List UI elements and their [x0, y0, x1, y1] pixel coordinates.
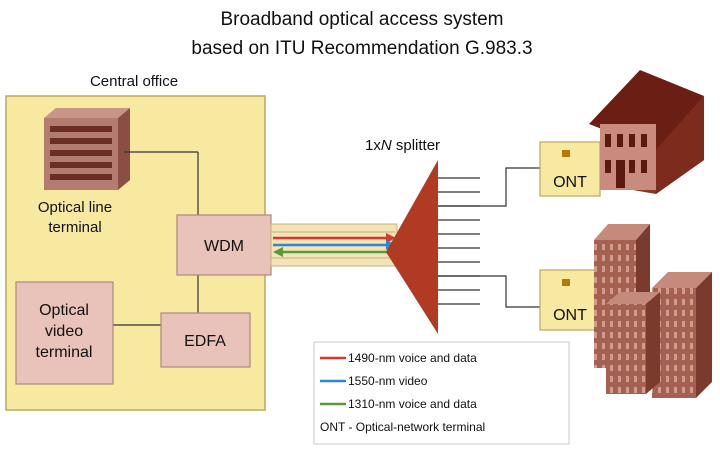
ont-bottom-link: [438, 275, 540, 308]
ovt-box: [15, 281, 114, 385]
olt-label-2: terminal: [48, 219, 101, 236]
ont-led-icon: [562, 150, 570, 157]
edfa-label: EDFA: [184, 333, 226, 350]
legend-item-1490: 1490-nm voice and data: [348, 351, 477, 365]
arrow-right-icon: [386, 233, 396, 243]
splitter-label: 1xN splitter: [365, 137, 440, 154]
ont-led-icon: [562, 279, 570, 286]
wdm-box: [176, 214, 272, 276]
ovt-label-2: video: [45, 323, 83, 340]
olt-label-1: Optical line: [38, 199, 112, 216]
title-line-1: Broadband optical access system: [220, 9, 503, 30]
ont-top-label: ONT: [553, 174, 587, 191]
splitter-shape: [386, 160, 438, 334]
house-icon: [589, 70, 704, 194]
central-office-label: Central office: [90, 73, 178, 90]
wdm-label: WDM: [204, 238, 244, 255]
ont-top-link: [438, 167, 540, 207]
ovt-label-1: Optical: [39, 302, 89, 319]
olt-rack-icon: [44, 108, 130, 190]
edfa-box: [160, 312, 251, 368]
apartment-buildings-icon: [594, 224, 712, 398]
ont-bottom-label: ONT: [553, 307, 587, 324]
legend-box: [313, 341, 570, 445]
arrow-left-icon: [273, 247, 283, 257]
title-line-2: based on ITU Recommendation G.983.3: [191, 38, 532, 59]
legend-note: ONT - Optical-network terminal: [320, 420, 485, 434]
legend-item-1550: 1550-nm video: [348, 374, 428, 388]
splitter-outputs: [438, 177, 480, 305]
legend-item-1310: 1310-nm voice and data: [348, 397, 477, 411]
ovt-label-3: terminal: [36, 344, 93, 361]
